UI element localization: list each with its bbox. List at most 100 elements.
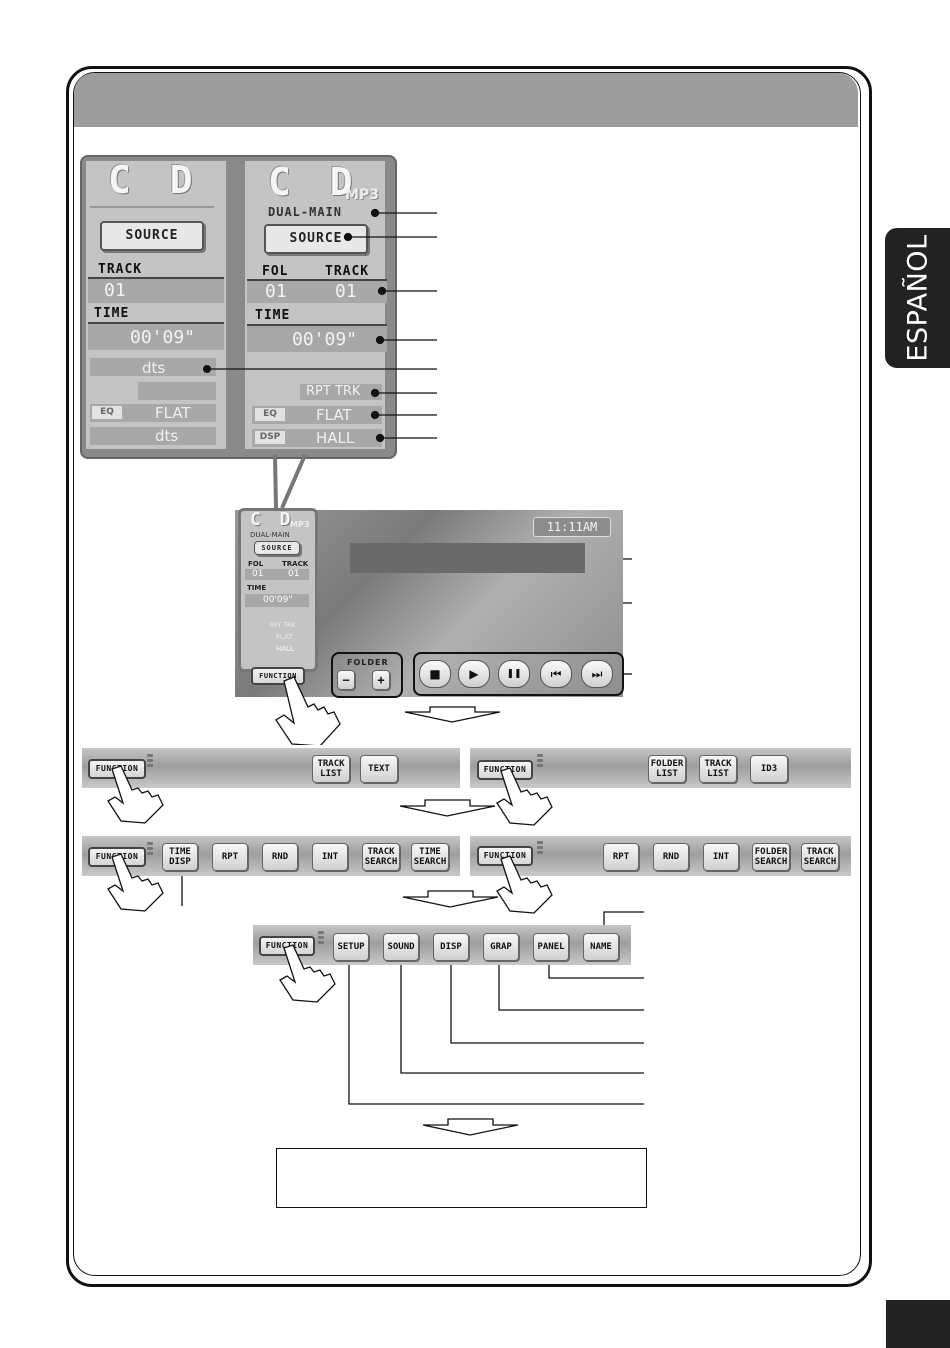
time-bar (88, 324, 224, 350)
mini-dual-mode: DUAL-MAIN (250, 531, 290, 539)
mini-time-label: TIME (247, 584, 267, 592)
pointing-hand-icon (275, 676, 341, 745)
track-value: 01 (104, 280, 126, 301)
mini-folder-value: 01 (252, 569, 264, 579)
dual-mode: DUAL-MAIN (268, 205, 343, 219)
rpt-button[interactable]: RPT (212, 843, 248, 871)
eq-value: FLAT (316, 406, 352, 424)
page-frame (66, 66, 872, 1287)
indicator-leds (318, 931, 324, 946)
folder-label: FOL (262, 264, 289, 279)
indicator-leds (537, 841, 543, 856)
dsp-value: dts (155, 427, 179, 445)
display-column-cd (86, 161, 226, 449)
time-value: 00'09" (292, 329, 358, 350)
format-mp3: MP3 (345, 187, 379, 203)
pointing-hand-icon (279, 944, 336, 1003)
divider (90, 206, 214, 208)
eq-value: FLAT (155, 404, 191, 422)
track-list-button[interactable]: TRACK LIST (699, 755, 737, 783)
sound-button[interactable]: SOUND (383, 933, 419, 961)
time-bar (247, 326, 387, 352)
track-label: TRACK (325, 264, 370, 279)
folder-label: FOLDER (347, 658, 389, 667)
mini-track-value: 01 (288, 569, 300, 579)
page-number-box (886, 1300, 950, 1348)
mini-track-label: TRACK (282, 560, 309, 568)
playback-controls (413, 652, 624, 696)
divider (247, 324, 387, 326)
mini-source-name: C D (250, 509, 295, 530)
mini-folder-label: FOL (248, 560, 264, 568)
pointing-hand-icon (107, 853, 164, 912)
dsp-bar (90, 427, 216, 445)
folder-search-button[interactable]: FOLDER SEARCH (752, 843, 790, 871)
clock: 11:11AM (533, 517, 611, 537)
source-button[interactable]: SOURCE (100, 221, 204, 251)
folder-plus-button[interactable]: + (372, 670, 390, 690)
mini-folder-bar (245, 569, 309, 580)
mini-source-button[interactable]: SOURCE (254, 541, 300, 555)
indicator-leds (537, 754, 543, 769)
int-button[interactable]: INT (312, 843, 348, 871)
folder-value: 01 (265, 281, 287, 302)
title-bar (350, 543, 585, 573)
track-search-button[interactable]: TRACK SEARCH (801, 843, 839, 871)
time-label: TIME (94, 306, 130, 321)
stop-button[interactable]: ■ (419, 660, 451, 688)
repeat-status: RPT TRK (306, 384, 361, 399)
disp-button[interactable]: DISP (433, 933, 469, 961)
time-search-button[interactable]: TIME SEARCH (411, 843, 449, 871)
rnd-button[interactable]: RND (262, 843, 298, 871)
graphics-button[interactable]: GRAP (483, 933, 519, 961)
folder-control-group (331, 652, 403, 698)
rnd-button[interactable]: RND (653, 843, 689, 871)
next-button[interactable]: ⏭ (581, 660, 613, 688)
language-tab: ESPAÑOL (885, 228, 950, 368)
sound-mode-bar (90, 358, 216, 376)
rpt-button[interactable]: RPT (603, 843, 639, 871)
dsp-value: HALL (316, 429, 355, 447)
dsp-badge: DSP (255, 431, 285, 444)
eq-badge: EQ (92, 406, 122, 419)
pointing-hand-icon (496, 855, 553, 914)
text-button[interactable]: TEXT (360, 755, 398, 783)
source-button[interactable]: SOURCE (264, 224, 368, 254)
eq-badge: EQ (255, 408, 285, 421)
header-band (74, 73, 858, 127)
result-box (276, 1148, 647, 1208)
pointing-hand-icon (107, 765, 164, 824)
track-label: TRACK (98, 262, 143, 277)
time-value: 00'09" (130, 327, 196, 348)
empty-bar (138, 382, 216, 400)
play-button[interactable]: ▶ (458, 660, 490, 688)
track-list-button[interactable]: TRACK LIST (312, 755, 350, 783)
mini-repeat-status: RPT TRK (270, 622, 296, 629)
folder-minus-button[interactable]: − (337, 670, 355, 690)
time-disp-button[interactable]: TIME DISP (162, 843, 198, 871)
display-column-mp3 (245, 161, 385, 449)
time-label: TIME (255, 308, 291, 323)
previous-button[interactable]: ⏮ (540, 660, 572, 688)
panel-button[interactable]: PANEL (533, 933, 569, 961)
divider (247, 279, 387, 281)
name-button[interactable]: NAME (583, 933, 619, 961)
page-frame-inner (73, 72, 861, 1276)
indicator-leds (147, 842, 153, 857)
setup-button[interactable]: SETUP (333, 933, 369, 961)
folder-list-button[interactable]: FOLDER LIST (648, 755, 686, 783)
source-name-cd-mp3: C D (268, 160, 361, 204)
track-search-button[interactable]: TRACK SEARCH (362, 843, 400, 871)
repeat-bar (300, 384, 382, 400)
pause-button[interactable]: ❚❚ (498, 660, 530, 688)
pointing-hand-icon (496, 767, 553, 826)
mini-eq-value: FLAT (276, 633, 293, 641)
track-bar (88, 279, 224, 303)
sound-mode: dts (142, 359, 166, 377)
indicator-leds (147, 754, 153, 769)
folder-track-bar (247, 281, 387, 303)
id3-button[interactable]: ID3 (750, 755, 788, 783)
divider (88, 277, 224, 279)
int-button[interactable]: INT (703, 843, 739, 871)
mini-time-bar (245, 594, 309, 607)
